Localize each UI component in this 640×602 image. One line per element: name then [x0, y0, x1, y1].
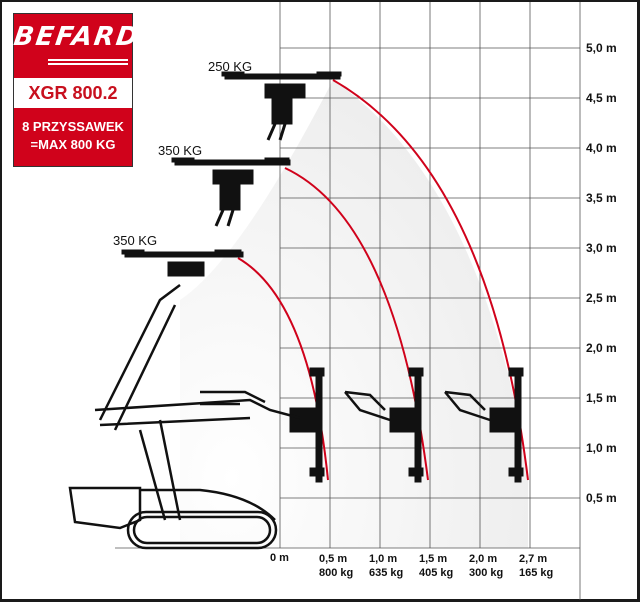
x-tick-distance: 0,5 m	[319, 553, 348, 565]
x-tick-1-5: 1,5 m 405 kg	[419, 552, 453, 580]
y-tick-0-5: 0,5 m	[586, 491, 617, 505]
x-tick-distance: 1,0 m	[369, 553, 398, 565]
y-tick-2-0: 2,0 m	[586, 341, 617, 355]
spec-line-1: 8 PRZYSSAWEK	[22, 119, 124, 134]
x-tick-distance: 2,0 m	[469, 553, 498, 565]
y-tick-4-5: 4,5 m	[586, 91, 617, 105]
x-tick-load: 300 kg	[469, 567, 504, 579]
brand-name: BEFARD	[11, 22, 142, 52]
x-tick-load: 165 kg	[519, 567, 554, 579]
load-label-mid: 350 KG	[158, 143, 203, 158]
x-tick-2-7: 2,7 m 165 kg	[519, 552, 553, 580]
y-tick-4-0: 4,0 m	[586, 141, 617, 155]
y-tick-5-0: 5,0 m	[586, 41, 617, 55]
brand-logo-box: BEFARD XGR 800.2 8 PRZYSSAWEK =MAX 800 K…	[11, 13, 142, 167]
x-tick-load: 635 kg	[369, 567, 404, 579]
x-tick-distance: 2,7 m	[519, 553, 548, 565]
load-label-high: 250 KG	[208, 59, 253, 74]
y-tick-2-5: 2,5 m	[586, 291, 617, 305]
x-tick-distance: 0 m	[270, 552, 289, 564]
reach-envelope-shade	[180, 80, 528, 548]
load-label-low: 350 KG	[113, 233, 158, 248]
x-tick-load: 405 kg	[419, 567, 454, 579]
spec-line-2: =MAX 800 KG	[30, 137, 116, 152]
spec-text: 8 PRZYSSAWEK =MAX 800 KG	[14, 118, 132, 154]
brand-underline	[48, 59, 128, 65]
y-tick-3-0: 3,0 m	[586, 241, 617, 255]
y-tick-1-0: 1,0 m	[586, 441, 617, 455]
x-tick-2-0: 2,0 m 300 kg	[469, 552, 503, 580]
x-tick-0: 0 m	[270, 551, 289, 565]
x-tick-load: 800 kg	[319, 567, 354, 579]
y-tick-1-5: 1,5 m	[586, 391, 617, 405]
arc-low	[237, 257, 329, 481]
y-tick-3-5: 3,5 m	[586, 191, 617, 205]
model-name: XGR 800.2	[14, 78, 132, 108]
x-tick-0-5: 0,5 m 800 kg	[319, 552, 353, 580]
x-tick-1-0: 1,0 m 635 kg	[369, 552, 403, 580]
x-tick-distance: 1,5 m	[419, 553, 448, 565]
